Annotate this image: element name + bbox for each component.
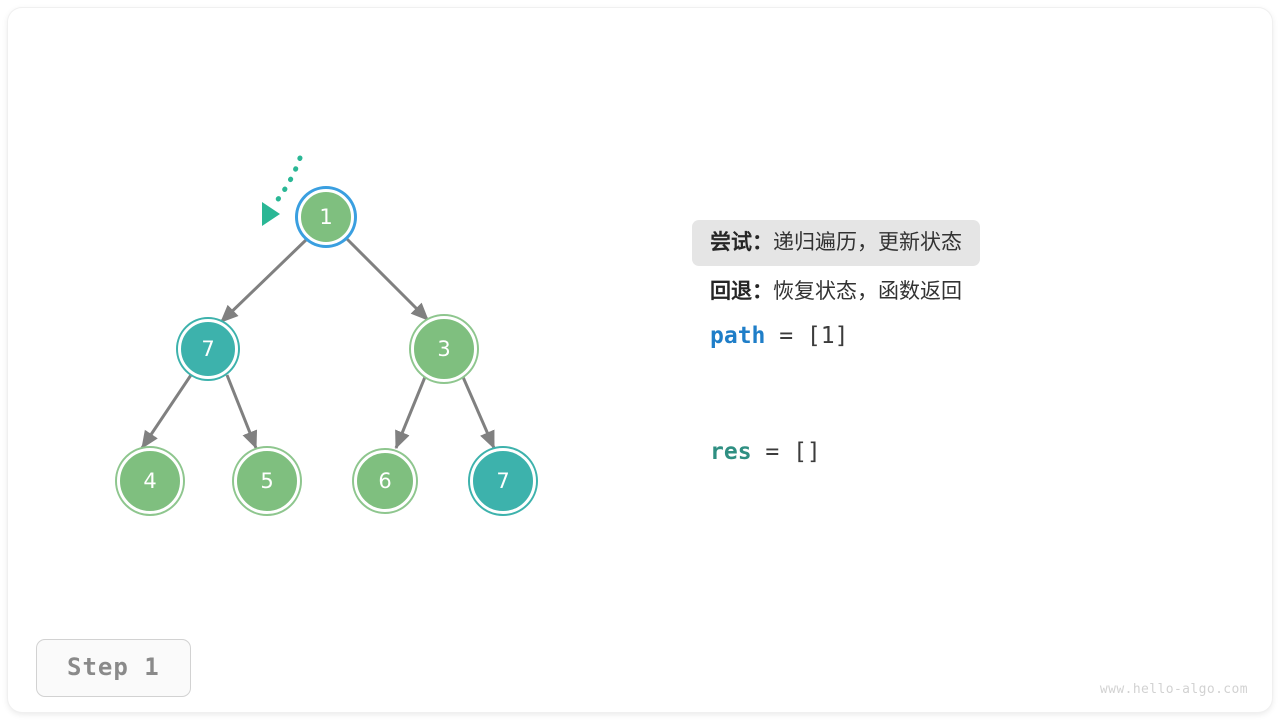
edge-right-to-rr (461, 376, 496, 450)
backtrack-line-wrapper: 回退：恢复状态，函数返回 (692, 269, 1232, 315)
path-variable-line: path = [1] (692, 315, 1232, 359)
try-label: 尝试： (710, 231, 773, 254)
tree-node-label: 1 (319, 204, 333, 229)
tree-edges-svg (140, 236, 496, 450)
backtrack-text: 恢复状态，函数返回 (773, 280, 962, 303)
edge-root-to-right (344, 236, 430, 322)
edge-left-to-lr (225, 374, 258, 450)
backtrack-line: 回退：恢复状态，函数返回 (692, 269, 980, 315)
step-badge: Step 1 (36, 639, 191, 697)
site-watermark: www.hello-algo.com (1099, 682, 1248, 697)
edge-left-to-ll (140, 374, 193, 449)
path-variable-name: path (710, 323, 766, 349)
try-line-highlight: 尝试：递归遍历，更新状态 (692, 220, 980, 266)
tree-node-label: 7 (496, 468, 510, 493)
edge-right-to-rl (394, 376, 427, 450)
binary-tree-diagram: 1 7 3 4 5 6 7 (8, 8, 668, 712)
tree-node-label: 5 (260, 468, 274, 493)
tree-edge-group (140, 236, 496, 450)
tree-node-left-left[interactable]: 4 (117, 448, 183, 514)
res-variable-line: res = [] (692, 431, 1232, 475)
tree-node-left-right[interactable]: 5 (234, 448, 300, 514)
tree-node-right[interactable]: 3 (411, 316, 477, 382)
edge-root-to-left (219, 237, 309, 324)
try-line-wrapper: 尝试：递归遍历，更新状态 (692, 220, 1232, 269)
res-variable-value: = [] (751, 439, 821, 465)
tree-node-right-right[interactable]: 7 (470, 448, 536, 514)
try-text: 递归遍历，更新状态 (773, 231, 962, 254)
tree-node-right-left[interactable]: 6 (354, 450, 416, 512)
tree-node-label: 3 (437, 336, 451, 361)
tree-node-label: 4 (143, 468, 157, 493)
tree-node-left[interactable]: 7 (178, 319, 238, 379)
backtrack-label: 回退： (710, 280, 773, 303)
tree-node-label: 6 (378, 468, 392, 493)
res-variable-name: res (710, 439, 752, 465)
tree-node-root[interactable]: 1 (298, 189, 354, 245)
diagram-canvas: 1 7 3 4 5 6 7 尝试：递归遍历，更新状态 回退：恢复状态，函数返回 … (8, 8, 1272, 712)
panel-spacer (692, 359, 1232, 431)
state-info-panel: 尝试：递归遍历，更新状态 回退：恢复状态，函数返回 path = [1] res… (692, 220, 1232, 475)
path-variable-value: = [1] (765, 323, 849, 349)
tree-node-label: 7 (201, 336, 215, 361)
